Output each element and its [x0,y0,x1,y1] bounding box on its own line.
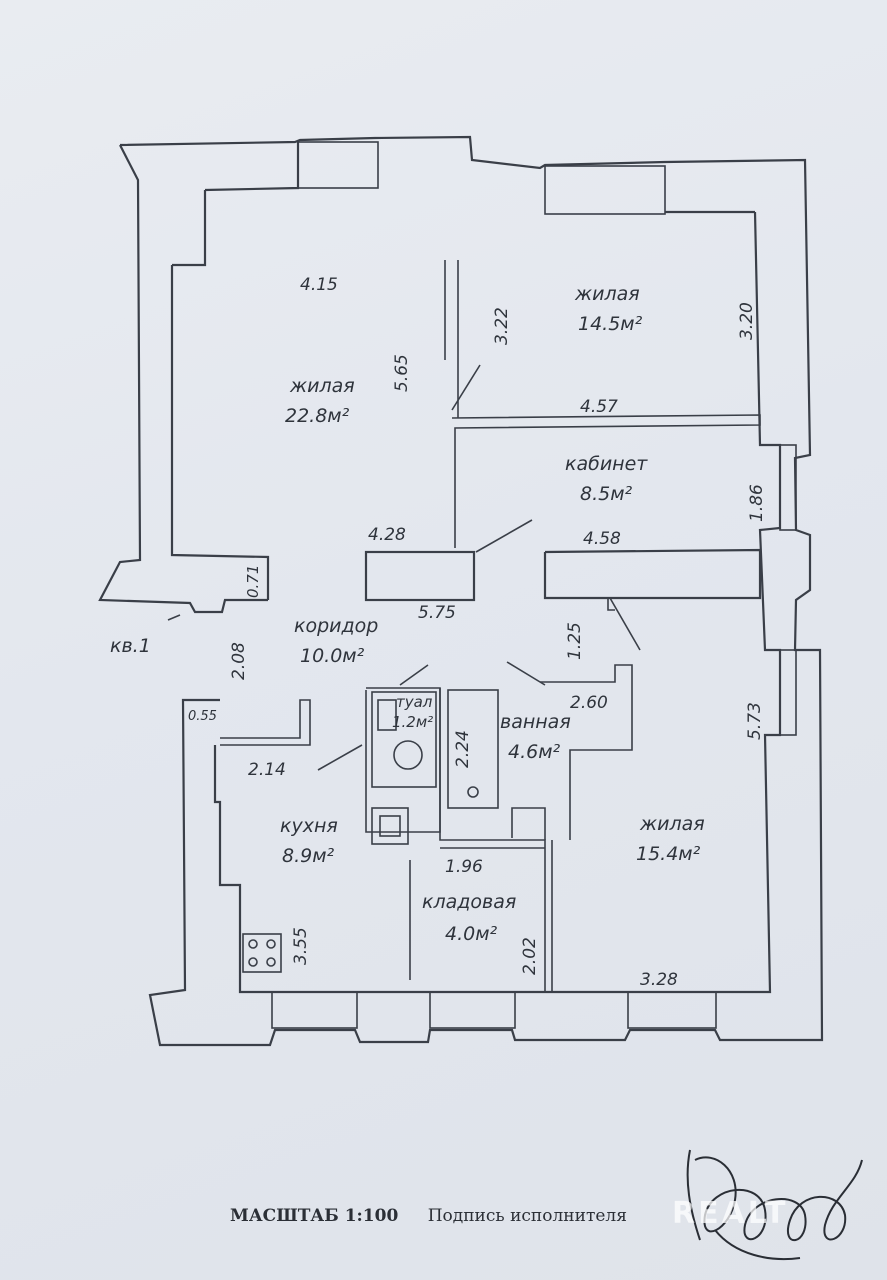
scale-label: МАСШТАБ 1:100 [230,1206,399,1226]
room-area-toilet: 1.2м² [392,713,433,731]
dimension-2-08: 2.08 [229,642,249,680]
dimension-4-15: 4.15 [300,275,338,295]
room-area-living-bottom-right: 15.4м² [636,843,701,865]
dimension-5-65: 5.65 [392,354,412,392]
room-area-kitchen: 8.9м² [282,845,335,867]
interior-walls [167,260,762,992]
room-area-study: 8.5м² [580,483,633,505]
room-name-study: кабинет [565,453,648,475]
room-name-bathroom: ванная [500,711,571,733]
dimension-0-71: 0.71 [244,565,262,598]
dimension-3-55: 3.55 [291,927,311,965]
room-area-bathroom: 4.6м² [508,741,561,763]
apartment-label: кв.1 [110,635,151,657]
dimension-4-28: 4.28 [368,525,406,545]
dimension-3-20: 3.20 [737,302,757,340]
dimension-5-73: 5.73 [745,702,765,740]
room-name-corridor: коридор [294,615,378,637]
dimension-2-14: 2.14 [248,760,286,780]
dimension-1-25: 1.25 [565,622,585,660]
dimension-1-96: 1.96 [445,857,483,877]
room-name-living-large: жилая [289,375,355,397]
room-area-storage: 4.0м² [445,923,498,945]
dimension-2-60: 2.60 [570,693,608,713]
dimension-0-55: 0.55 [188,709,217,724]
realt-watermark: REALT [672,1196,789,1231]
room-name-kitchen: кухня [280,815,338,837]
room-name-toilet: туал [396,693,433,711]
windows [271,141,797,1029]
dimension-4-58: 4.58 [583,529,621,549]
dimension-3-22: 3.22 [492,307,512,345]
dimension-5-75: 5.75 [418,603,456,623]
plan-footer: МАСШТАБ 1:100 Подпись исполнителя [230,1206,627,1226]
dimension-4-57: 4.57 [580,397,618,417]
room-name-living-bottom-right: жилая [639,813,705,835]
room-name-living-top-right: жилая [574,283,640,305]
dimension-3-28: 3.28 [640,970,678,990]
signature-label: Подпись исполнителя [427,1206,627,1226]
dimension-2-02: 2.02 [520,937,540,975]
room-name-storage: кладовая [422,891,516,913]
room-area-corridor: 10.0м² [300,645,365,667]
dimension-2-24: 2.24 [453,730,473,768]
signature [686,1149,863,1261]
dimension-1-86: 1.86 [747,484,767,522]
room-area-living-top-right: 14.5м² [578,313,643,335]
room-area-living-large: 22.8м² [285,405,350,427]
